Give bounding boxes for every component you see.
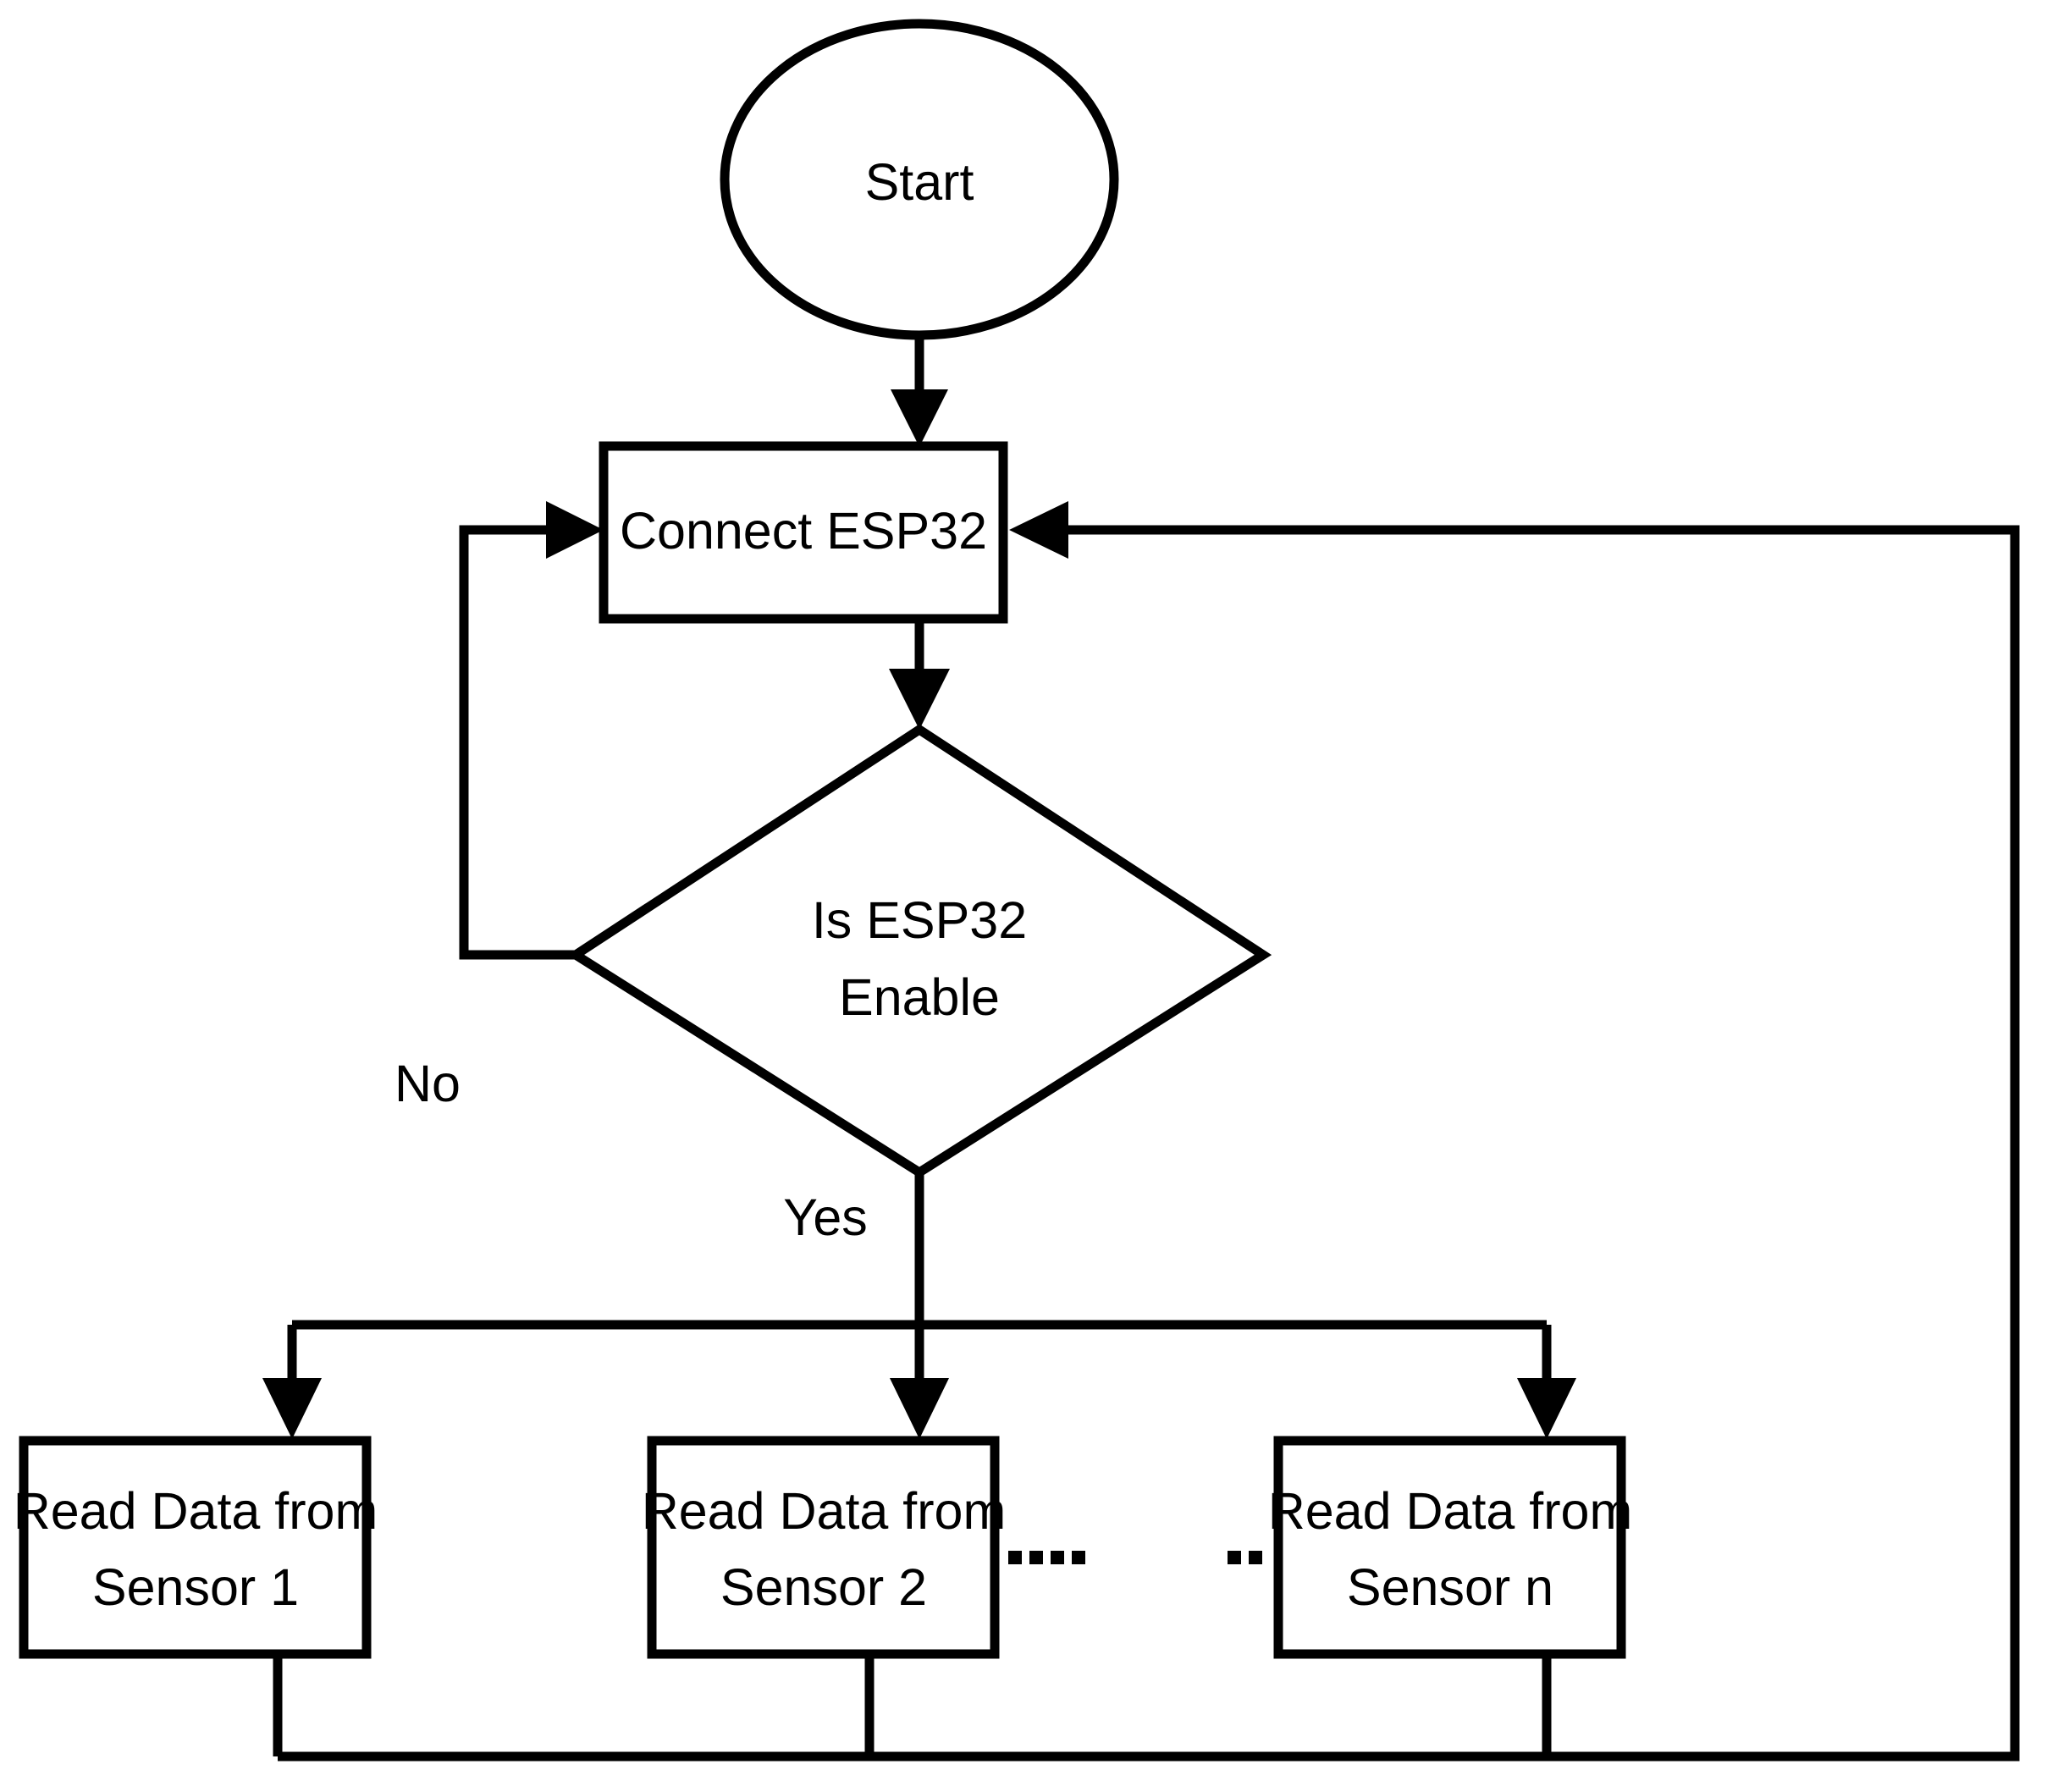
ellipsis-icon [1008,1551,1262,1564]
edge-line-return [278,525,2020,1762]
arrow-head-icon [1009,501,1068,559]
connect-esp32-label: Connect ESP32 [620,502,987,560]
decision-label-line2: Enable [839,968,1000,1026]
edge-decision-yes-bus [292,1172,1547,1330]
start-label: Start [865,153,974,211]
sensor1-label-line2: Sensor 1 [92,1558,299,1616]
node-connect-esp32[interactable]: Connect ESP32 [599,441,1008,624]
edge-bus-to-sensor2 [890,1325,949,1439]
edge-decision-no-to-connect [459,501,604,960]
edge-label-no: No [395,1055,461,1112]
sensor1-label-line1: Read Data from [14,1482,378,1540]
ellipsis-dot [1008,1551,1022,1564]
ellipsis-dot [1029,1551,1043,1564]
edge-start-to-connect [891,335,948,447]
edge-connect-to-decision [889,618,950,730]
edge-label-yes: Yes [783,1188,868,1246]
arrow-head-icon [262,1378,322,1439]
sensor2-rect-shape [647,1436,1000,1659]
node-start[interactable]: Start [720,19,1119,340]
edge-sensors-return-to-connect [273,501,2020,1762]
arrow-head-icon [890,1378,949,1439]
arrow-head-icon [891,389,948,447]
arrow-head-icon [889,669,950,730]
sensorn-rect-shape [1273,1436,1626,1659]
sensor1-rect-shape [19,1436,372,1659]
node-read-sensor-1[interactable]: Read Data from Sensor 1 [14,1436,378,1659]
sensorn-label-line2: Sensor n [1347,1558,1553,1616]
ellipsis-dot [1072,1551,1085,1564]
ellipsis-dot [1051,1551,1064,1564]
start-ellipse-shape [720,19,1119,340]
connect-esp32-rect-shape [599,441,1008,624]
node-decision-is-esp32-enable[interactable]: Is ESP32 Enable [566,724,1272,1178]
sensor2-label-line2: Sensor 2 [720,1558,927,1616]
arrow-head-icon [546,501,604,559]
sensorn-label-line1: Read Data from [1268,1482,1633,1540]
arrow-head-icon [1517,1378,1576,1439]
decision-diamond-shape [566,724,1272,1178]
edge-line [459,525,576,960]
node-read-sensor-n[interactable]: Read Data from Sensor n [1268,1436,1633,1659]
ellipsis-dot [1249,1551,1262,1564]
ellipsis-dot [1228,1551,1241,1564]
edge-bus-to-sensorn [1517,1325,1576,1439]
node-read-sensor-2[interactable]: Read Data from Sensor 2 [642,1436,1007,1659]
edge-bus-to-sensor1 [262,1325,322,1439]
decision-label-line1: Is ESP32 [812,891,1027,949]
sensor2-label-line1: Read Data from [642,1482,1007,1540]
